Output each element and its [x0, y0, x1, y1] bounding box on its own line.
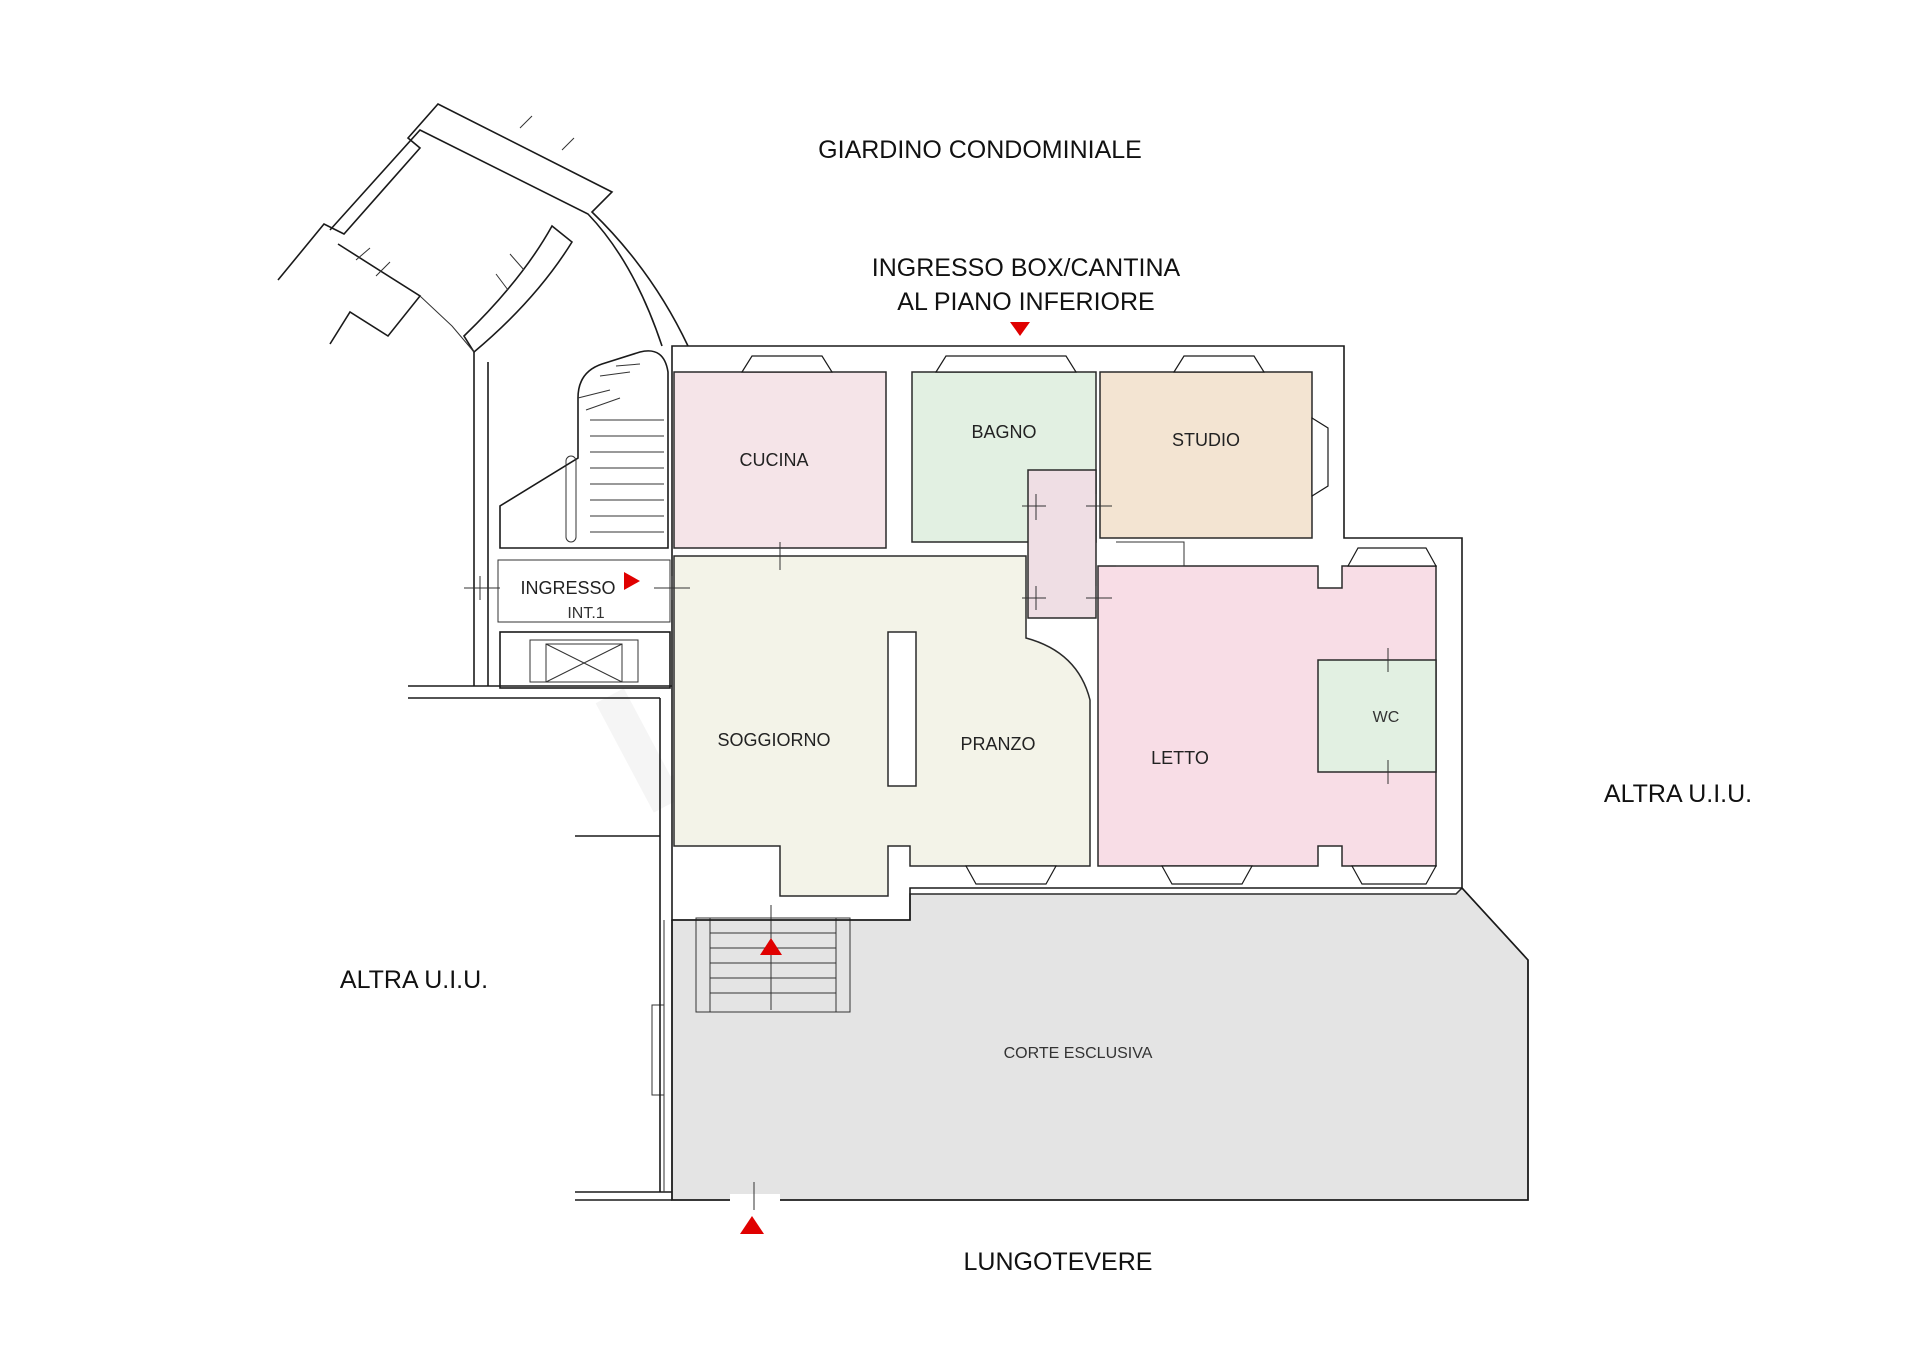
label-wc: WC: [1373, 709, 1400, 726]
stairwell: [499, 350, 669, 549]
corte-gate-gap: [730, 1194, 780, 1204]
entrance-arrow-box: [1010, 322, 1030, 336]
room-studio: [1099, 371, 1313, 539]
entrance-arrow-stairs: [760, 938, 782, 955]
corte-niche: [651, 1004, 665, 1096]
label-lungotevere: LUNGOTEVERE: [964, 1248, 1153, 1276]
label-bagno: BAGNO: [971, 422, 1036, 442]
windows: [740, 355, 1438, 885]
apartment-outer-wall: [671, 345, 1463, 921]
label-ingresso-box-1: INGRESSO BOX/CANTINA: [872, 254, 1181, 282]
room-corridor: [1027, 469, 1097, 619]
label-altra-uiu-left: ALTRA U.I.U.: [340, 966, 488, 994]
door-marks: [464, 494, 1389, 784]
label-ingresso-box-2: AL PIANO INFERIORE: [897, 288, 1154, 316]
label-letto: LETTO: [1151, 748, 1209, 768]
label-studio: STUDIO: [1172, 430, 1240, 450]
label-cucina: CUCINA: [739, 450, 808, 470]
wing-inner-wall: [329, 129, 663, 347]
label-ingresso: INGRESSO: [520, 578, 615, 598]
entrance-stairs-inner: [709, 917, 837, 1013]
studio-closet: [1116, 541, 1185, 567]
corte-outer-wall: [671, 887, 1529, 1201]
label-pranzo: PRANZO: [960, 734, 1035, 754]
label-corte-esclusiva: CORTE ESCLUSIVA: [1004, 1045, 1153, 1062]
entrance-arrow-ingresso: [624, 572, 640, 590]
room-corte-esclusiva: [671, 886, 1529, 1201]
label-altra-uiu-right: ALTRA U.I.U.: [1604, 780, 1752, 808]
wing-outer-wall: [277, 103, 689, 347]
label-giardino-condominiale: GIARDINO CONDOMINIALE: [818, 136, 1142, 164]
label-soggiorno: SOGGIORNO: [717, 730, 830, 750]
room-wc: [1317, 659, 1437, 773]
soggiorno-partition: [887, 631, 917, 787]
lift-shaft: [499, 631, 671, 689]
area-ingresso: [497, 559, 671, 623]
entrance-arrow-lungotevere: [740, 1216, 764, 1234]
room-cucina: [673, 371, 887, 549]
label-int-1: INT.1: [567, 605, 604, 622]
room-soggiorno: [673, 555, 1091, 897]
